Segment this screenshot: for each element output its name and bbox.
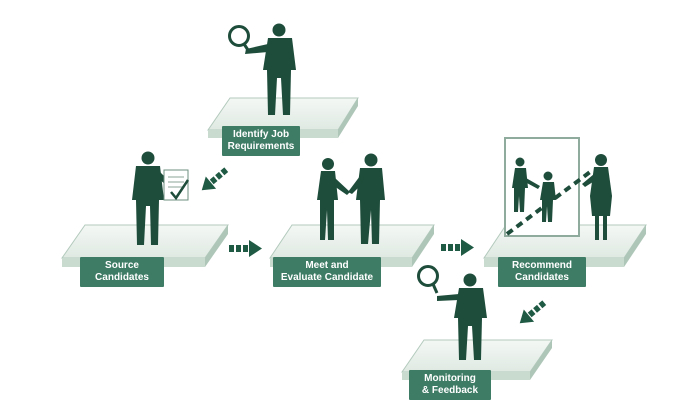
- step-label-line: Evaluate Candidate: [280, 272, 374, 283]
- person-with-checklist-icon: [132, 151, 190, 245]
- step-label-source: Source Candidates: [80, 257, 164, 287]
- step-label-identify: Identify Job Requirements: [222, 126, 300, 156]
- dashed-arrow-icon: [201, 167, 229, 191]
- step-label-line: Monitoring: [424, 373, 476, 384]
- handshake-icon: [317, 153, 385, 244]
- step-label-line: Recommend: [511, 260, 572, 271]
- step-label-monitor: Monitoring & Feedback: [409, 370, 491, 400]
- person-with-magnifier-icon: [417, 265, 487, 360]
- dashed-arrow-icon: [519, 300, 547, 324]
- dashed-arrow-icon: [441, 239, 474, 256]
- step-label-line: Identify Job: [232, 129, 290, 140]
- step-label-line: Source: [105, 260, 139, 271]
- presenting-candidates-icon: [504, 137, 612, 240]
- person-with-magnifier-icon: [228, 23, 296, 115]
- step-label-line: Candidates: [515, 272, 569, 283]
- step-label-meet: Meet and Evaluate Candidate: [273, 257, 381, 287]
- step-label-line: & Feedback: [421, 385, 479, 396]
- step-label-line: Requirements: [227, 141, 295, 152]
- step-label-recommend: Recommend Candidates: [498, 257, 586, 287]
- step-label-line: Meet and: [305, 260, 349, 271]
- dashed-arrow-icon: [229, 240, 262, 257]
- step-label-line: Candidates: [95, 272, 149, 283]
